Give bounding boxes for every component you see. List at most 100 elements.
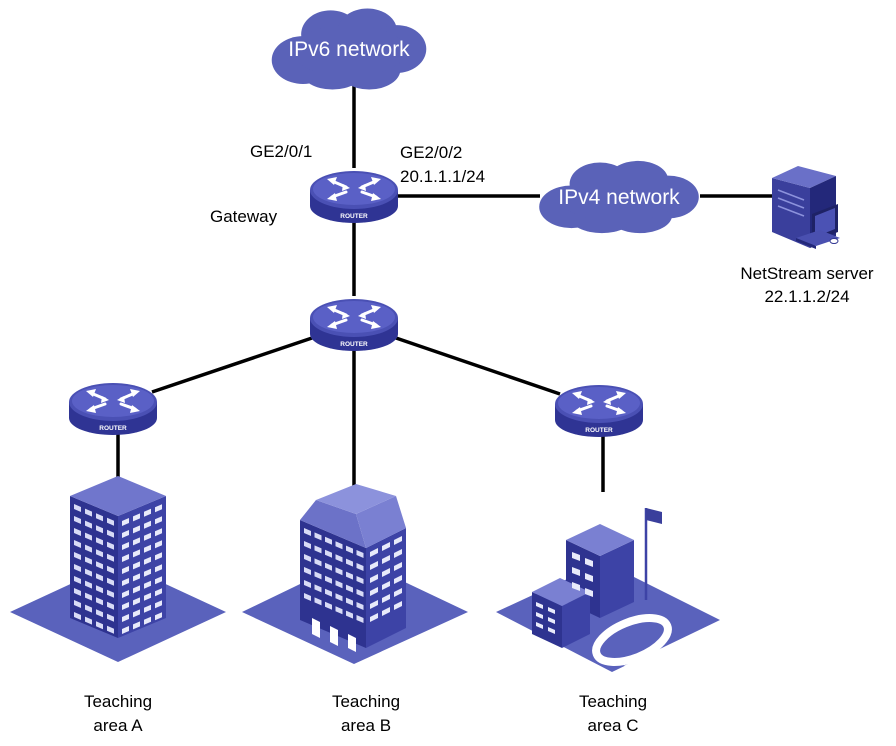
window — [394, 588, 402, 597]
window — [144, 544, 151, 553]
flag-icon — [646, 508, 662, 524]
window — [133, 513, 140, 522]
window — [155, 528, 162, 537]
window — [96, 561, 103, 570]
window — [85, 508, 92, 517]
window — [107, 541, 114, 550]
window — [74, 600, 81, 608]
window — [107, 553, 114, 562]
links — [116, 86, 772, 500]
window — [572, 567, 580, 576]
window — [74, 552, 81, 560]
window — [74, 528, 81, 536]
window — [394, 536, 402, 545]
window — [155, 588, 162, 597]
area-b-label-line2: area B — [341, 716, 391, 735]
window — [155, 612, 162, 621]
window — [346, 571, 353, 580]
window — [335, 580, 343, 589]
school-campus-icon: Education — [496, 508, 720, 680]
window — [133, 573, 140, 582]
window — [394, 549, 402, 558]
window — [96, 609, 103, 618]
window — [74, 588, 81, 596]
window — [370, 574, 378, 583]
window — [346, 584, 353, 593]
server-ip-label: 22.1.1.2/24 — [764, 287, 849, 306]
window — [314, 532, 322, 541]
area-a-label-line2: area A — [93, 716, 143, 735]
window — [304, 528, 311, 536]
window — [107, 577, 114, 586]
window — [394, 601, 402, 610]
gateway-router: ROUTER — [308, 169, 400, 225]
window — [107, 529, 114, 538]
window — [382, 581, 390, 590]
window — [107, 601, 114, 610]
link-core-area-a-router — [151, 336, 313, 394]
window — [85, 580, 92, 589]
window — [133, 621, 140, 630]
window — [346, 545, 353, 554]
window — [314, 571, 322, 580]
window — [96, 573, 103, 582]
window — [370, 613, 378, 622]
window — [394, 575, 402, 584]
window — [85, 520, 92, 529]
router-caption: ROUTER — [585, 427, 613, 434]
window — [304, 593, 311, 601]
router-caption: ROUTER — [340, 213, 368, 220]
window — [536, 612, 543, 619]
window — [346, 597, 353, 606]
window — [585, 558, 593, 567]
area-c-label-line1: Teaching — [579, 692, 647, 711]
window — [74, 540, 81, 548]
window — [122, 590, 129, 598]
link-core-area-c-router — [395, 336, 561, 396]
window — [394, 562, 402, 571]
window — [356, 589, 364, 597]
window — [155, 576, 162, 585]
window — [335, 606, 343, 615]
window — [548, 617, 555, 624]
window — [346, 610, 353, 619]
window — [370, 561, 378, 570]
window — [536, 622, 543, 629]
window — [122, 626, 129, 634]
window — [356, 615, 364, 623]
window — [314, 597, 322, 606]
window — [122, 554, 129, 562]
window — [133, 561, 140, 570]
window — [382, 542, 390, 551]
window — [155, 516, 162, 525]
window — [133, 525, 140, 534]
window — [144, 520, 151, 529]
window — [382, 594, 390, 603]
window — [122, 566, 129, 574]
window — [325, 588, 332, 597]
area-c-label-line2: area C — [587, 716, 638, 735]
window — [572, 552, 580, 561]
window — [335, 541, 343, 550]
window — [325, 562, 332, 571]
window — [572, 582, 580, 591]
interface-ge202-ip-label: 20.1.1.1/24 — [400, 167, 485, 186]
window — [122, 614, 129, 622]
window — [133, 549, 140, 558]
window — [122, 530, 129, 538]
window — [382, 607, 390, 616]
window — [370, 600, 378, 609]
window — [335, 567, 343, 576]
server-name-label: NetStream server — [740, 264, 874, 283]
window — [85, 592, 92, 601]
window — [96, 537, 103, 546]
window — [96, 597, 103, 606]
window — [304, 541, 311, 549]
window — [96, 585, 103, 594]
window — [107, 565, 114, 574]
window — [356, 563, 364, 571]
window — [133, 537, 140, 546]
area-c-router: ROUTER — [553, 383, 645, 439]
window — [133, 585, 140, 594]
window — [85, 616, 92, 625]
